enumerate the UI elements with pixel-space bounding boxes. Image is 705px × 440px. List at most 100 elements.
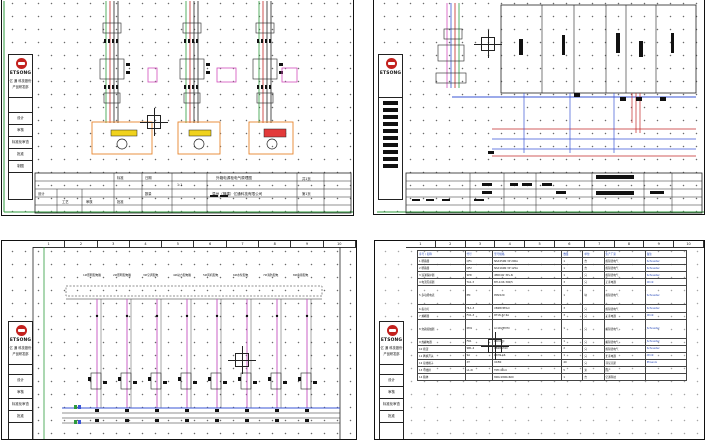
table-cell: 只 — [582, 351, 605, 360]
table-cell: SA — [464, 351, 494, 360]
column-number: 1 — [33, 241, 66, 247]
etsong-logo-icon — [16, 58, 27, 69]
feeder-branch — [178, 299, 197, 422]
feeder-circuit — [179, 1, 210, 123]
drawing-sheet-4[interactable]: 1 2 3 4 5 6 7 8 9 10 序号 / 名称代号型号规格数量单位生产… — [374, 240, 705, 440]
table-cell: 只 — [582, 271, 605, 280]
drawing-name: 外箱电源柜电气原理图 — [216, 176, 252, 180]
title-row-standard: 标准化审查 — [9, 137, 32, 149]
table-cell: iPRD40r 3P+N — [492, 271, 563, 280]
table-cell: 施耐德电气 — [603, 337, 646, 346]
table-cell: 6 指示灯 — [417, 304, 466, 313]
column-number: 6 — [194, 241, 227, 247]
table-cell: HL1-3 — [464, 304, 494, 313]
table-cell: 施耐德电气 — [603, 271, 646, 280]
table-cell: 4 电流互感器 — [417, 278, 466, 287]
table-header-cell: 单位 — [582, 249, 605, 259]
panel-layout-sheet-2 — [377, 3, 704, 214]
title-block-sheet-4: ETSONG 亿 通 科技股份 产品研发部 设计 审核 标准化审查 批准 — [379, 321, 404, 439]
column-number: 6 — [555, 241, 585, 247]
table-cell: 7 熔断器 — [417, 311, 466, 320]
title-row-approve: 批准 — [9, 149, 32, 161]
table-cell: SPD — [464, 271, 494, 280]
table-cell: 8 交流接触器 — [417, 318, 466, 339]
table-cell: 800x1800x600 — [492, 373, 563, 382]
table-cell: Schneider — [644, 264, 688, 273]
footer-date: 日期 — [145, 176, 152, 180]
company-logo: ETSONG 亿 通 科技股份 产品研发部 — [9, 55, 32, 98]
table-cell: Chint — [644, 351, 688, 360]
table-cell: 3 浪涌保护器 — [417, 271, 466, 280]
table-cell: 5 — [561, 366, 584, 375]
table-cell: PM2220 — [492, 285, 563, 306]
drawing-sheet-2[interactable]: ETSONG — [373, 0, 705, 215]
table-cell: 1 — [561, 285, 584, 306]
column-number: 5 — [162, 241, 195, 247]
table-cell: Schneider — [644, 304, 688, 313]
column-ruler: 1 2 3 4 5 6 7 8 9 10 — [33, 241, 356, 248]
footer-process: 工艺 — [62, 200, 69, 204]
feeder-label: 7#消防配电 — [263, 273, 279, 277]
table-cell: 3 — [561, 311, 584, 320]
table-cell: PM — [464, 285, 494, 306]
table-cell: Schneider — [644, 285, 688, 306]
etsong-logo-icon — [16, 325, 27, 336]
feeder-label: 2#照明配电箱 — [113, 273, 132, 277]
table-cell: 2 — [561, 344, 584, 353]
table-cell: Schneider — [644, 337, 688, 346]
page-label: 第1页 — [302, 192, 311, 196]
column-number: 2 — [65, 241, 98, 247]
table-cell: 台 — [582, 264, 605, 273]
drawing-sheet-1[interactable]: ETSONG 亿 通 科技股份 产品研发部 设计 审核 标准化审查 批准 制图 … — [1, 0, 354, 216]
title-block-sheet-1: ETSONG 亿 通 科技股份 产品研发部 设计 审核 标准化审查 批准 制图 — [8, 54, 33, 200]
footer-review: 审核 — [86, 200, 93, 204]
title-row-approve: 批准 — [380, 411, 403, 423]
feeder-branch — [118, 299, 137, 422]
brand-name: ETSONG — [379, 71, 402, 76]
table-cell: 菲尼克斯 — [603, 358, 646, 368]
table-cell: 1 — [561, 271, 584, 280]
table-cell: 40 — [561, 358, 584, 368]
table-cell — [644, 373, 688, 382]
feeder-label: 8#备用配电 — [293, 273, 309, 277]
table-cell: TA1-3 — [464, 278, 494, 287]
table-cell: 1 — [561, 373, 584, 382]
table-cell: Schneider — [644, 257, 688, 266]
feeder-label: 1#照明配电箱 — [83, 273, 102, 277]
table-cell: 正泰电器 — [603, 278, 646, 287]
table-cell: 正泰电器 — [603, 351, 646, 360]
etsong-logo-icon — [387, 325, 398, 336]
table-cell: 只 — [582, 304, 605, 313]
table-cell: FU1-3 — [464, 311, 494, 320]
table-cell: 5 多功能电表 — [417, 285, 466, 306]
table-cell: 台 — [582, 257, 605, 266]
column-number: 7 — [585, 241, 615, 247]
table-header-cell: 数量 — [561, 249, 584, 259]
table-cell: Chint — [644, 278, 688, 287]
table-cell: L1-N — [464, 366, 494, 375]
table-cell: 11 转换开关 — [417, 351, 466, 360]
title-row-standard: 标准化审查 — [380, 399, 403, 411]
brand-name: ETSONG — [9, 71, 32, 76]
table-header-cell: 序号 / 名称 — [417, 249, 466, 259]
table-header-cell: 生产厂家 — [603, 249, 646, 259]
table-cell: 1 — [561, 337, 584, 346]
table-cell: 施耐德电气 — [603, 318, 646, 339]
table-cell: 施耐德电气 — [603, 264, 646, 273]
table-cell: QF1 — [464, 257, 494, 266]
table-cell: QF2 — [464, 264, 494, 273]
column-number: 9 — [291, 241, 324, 247]
feeder-label: 6#水泵配电 — [233, 273, 249, 277]
grid-dots — [374, 0, 704, 214]
table-cell: 只 — [582, 318, 605, 339]
